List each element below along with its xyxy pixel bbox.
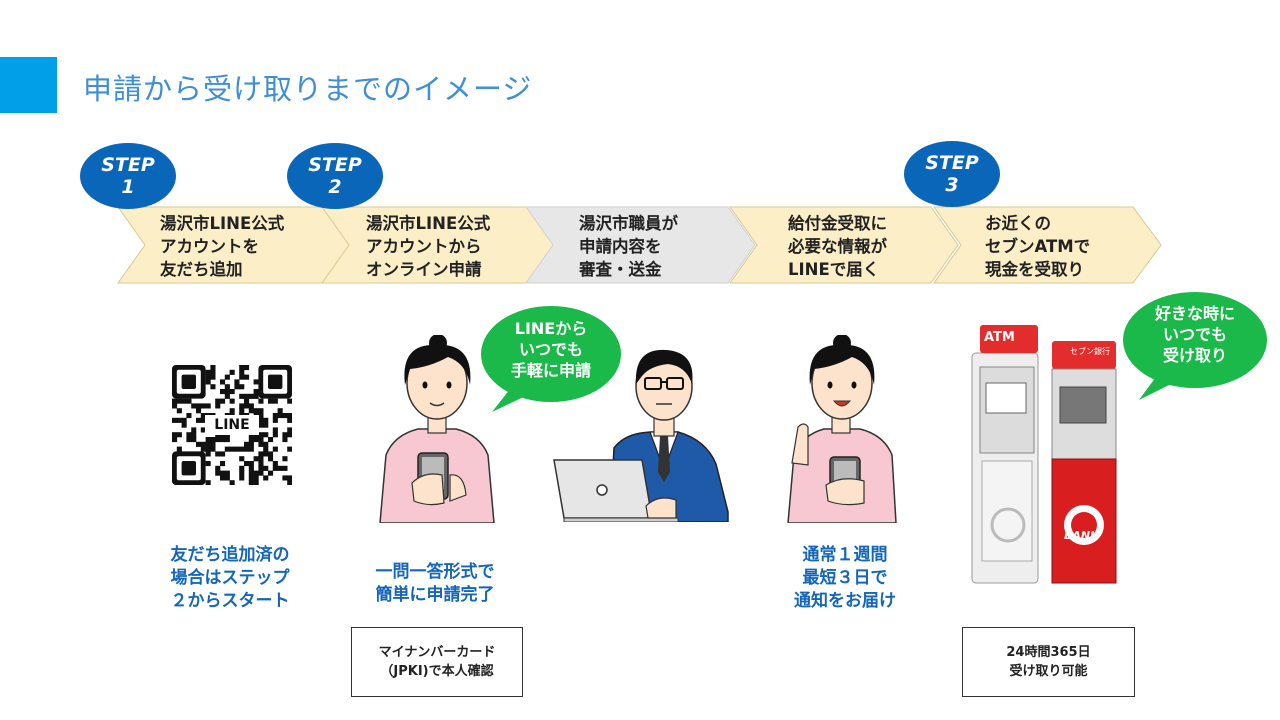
flow-chevron-5 (933, 206, 1162, 284)
step-badge-1: STEP 1 (80, 143, 176, 209)
note-hours: 24時間365日 受け取り可能 (962, 627, 1135, 697)
clerk-laptop-illustration (553, 349, 729, 522)
step-word: STEP (308, 154, 362, 176)
speech-bubble-anytime (1123, 292, 1267, 400)
atm-illustration (971, 325, 1117, 584)
woman-phone-illustration (379, 335, 495, 523)
accent-square (0, 57, 57, 113)
step-number: 1 (121, 176, 135, 198)
caption-friend-added: 友だち追加済の 場合はステップ ２からスタート (170, 545, 290, 611)
flow-chevron-3 (525, 206, 756, 284)
step-word: STEP (101, 154, 155, 176)
speech-bubble-apply (481, 306, 621, 412)
line-logo: LINE (205, 415, 259, 435)
bubble-anytime-text: 好きな時に いつでも 受け取り (1154, 304, 1235, 365)
step-word: STEP (925, 152, 979, 174)
woman-pointing-illustration (787, 335, 897, 523)
atm-sign-right: セブン銀行 (1070, 347, 1110, 356)
note-mynumber: マイナンバーカード （JPKI)で本人確認 (351, 627, 523, 697)
step-badge-3: STEP 3 (904, 141, 1000, 207)
flow-text-3: 湯沢市職員が 申請内容を 審査・送金 (579, 214, 678, 279)
step-badge-2: STEP 2 (287, 143, 383, 209)
qr-pattern-icon (172, 365, 293, 486)
bubble-apply-text: LINEから いつでも 手軽に申請 (510, 319, 591, 380)
flow-text-4: 給付金受取に 必要な情報が LINEで届く (788, 214, 887, 279)
atm-sign-left: ATM (984, 330, 1015, 345)
flow-chevron-4 (729, 206, 959, 284)
caption-notify: 通常１週間 最短３日で 通知をお届け (794, 545, 896, 611)
line-qr-code: LINE (172, 365, 293, 486)
step-number: 3 (945, 174, 959, 196)
step-number: 2 (328, 176, 342, 198)
flow-text-1: 湯沢市LINE公式 アカウントを 友だち追加 (160, 214, 285, 279)
flow-text-2: 湯沢市LINE公式 アカウントから オンライン申請 (366, 214, 491, 279)
atm-bank-label: BANK (1064, 529, 1099, 542)
caption-apply-easy: 一問一答形式で 簡単に申請完了 (375, 562, 495, 605)
flow-text-5: お近くの セブンATMで 現金を受取り (985, 214, 1091, 279)
page-title: 申請から受け取りまでのイメージ (83, 72, 533, 106)
